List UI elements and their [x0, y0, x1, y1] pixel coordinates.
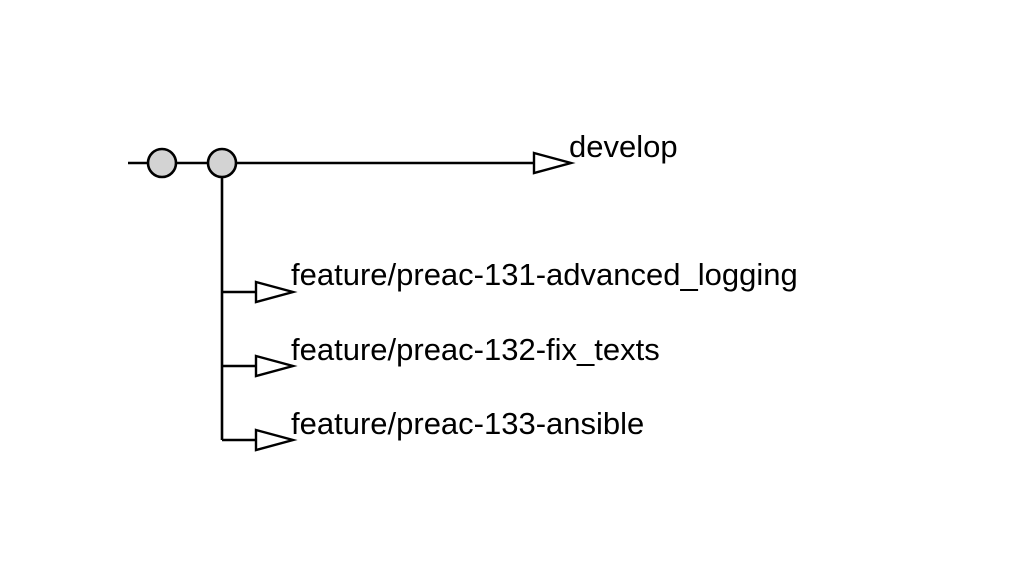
feature-branch-label-131: feature/preac-131-advanced_logging	[291, 257, 798, 292]
develop-branch-label: develop	[569, 129, 678, 164]
feature-branch-label-133: feature/preac-133-ansible	[291, 406, 644, 441]
feature-133-arrowhead	[254, 428, 298, 452]
feature-131-arrowhead	[254, 280, 298, 304]
develop-arrowhead	[532, 151, 576, 175]
feature-branch-label-132: feature/preac-132-fix_texts	[291, 332, 660, 367]
feature-132-arrowhead	[254, 354, 298, 378]
commit-node	[206, 147, 238, 179]
commit-node	[146, 147, 178, 179]
